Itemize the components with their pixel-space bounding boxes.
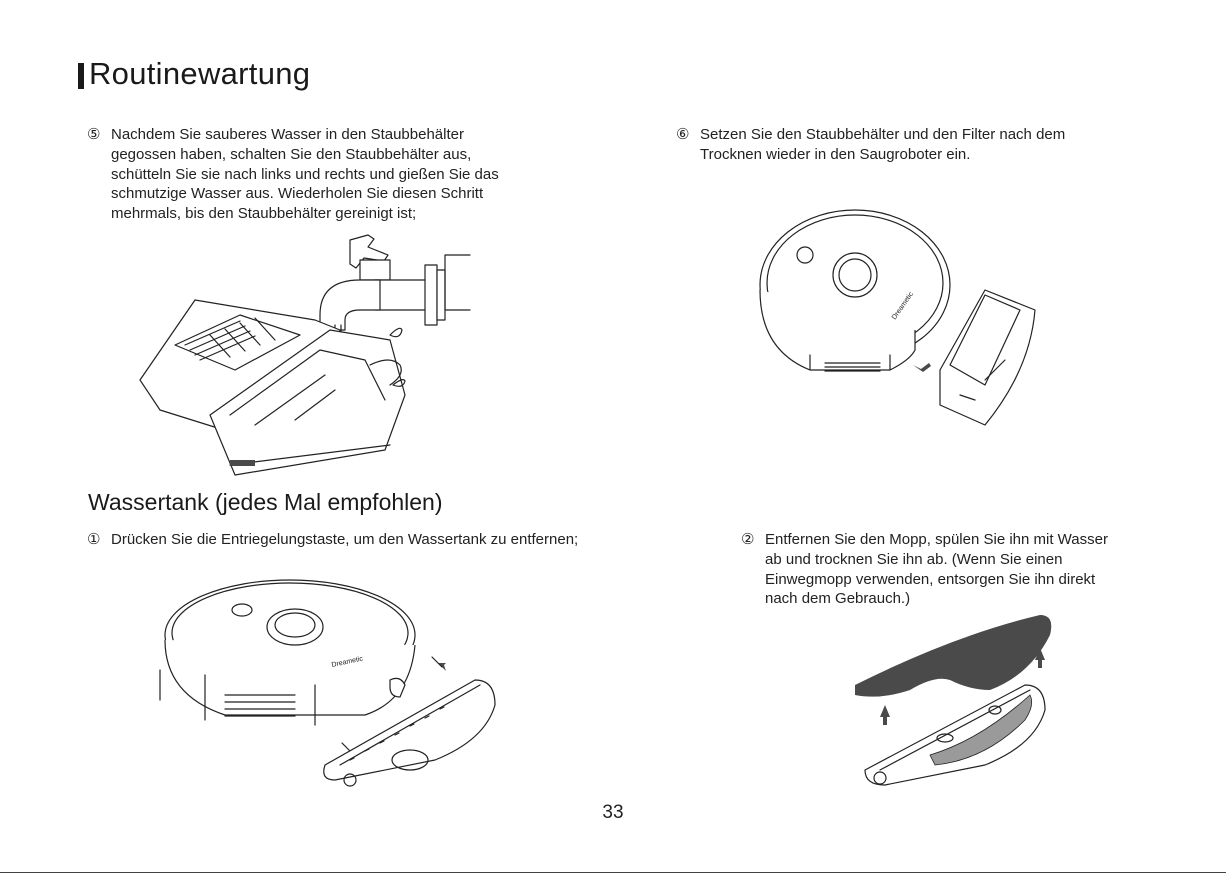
- mop-remove-illustration: [855, 615, 1052, 786]
- step-text: Drücken Sie die Entriegelungstaste, um d…: [111, 531, 579, 548]
- step-1: ① Drücken Sie die Entriegelungstaste, um…: [87, 530, 647, 550]
- dustbin-insert-illustration: Dreametic: [759, 209, 1036, 426]
- section-heading-water-tank: Wassertank (jedes Mal empfohlen): [88, 489, 443, 515]
- step-text: Nachdem Sie sauberes Wasser in den Staub…: [111, 126, 499, 223]
- step-number: ②: [741, 531, 755, 548]
- water-tank-remove-illustration: Dreametic: [159, 579, 496, 787]
- page-number: 33: [602, 802, 624, 823]
- page-title: Routinewartung: [89, 56, 311, 91]
- step-number: ①: [87, 531, 101, 548]
- step-number: ⑥: [676, 126, 690, 143]
- step-text: Setzen Sie den Staubbehälter und den Fil…: [700, 126, 1066, 163]
- step-2: ② Entfernen Sie den Mopp, spülen Sie ihn…: [741, 530, 1121, 609]
- bottom-divider: [0, 872, 1226, 873]
- step-6: ⑥ Setzen Sie den Staubbehälter und den F…: [676, 125, 1126, 165]
- step-text: Entfernen Sie den Mopp, spülen Sie ihn m…: [765, 531, 1108, 608]
- title-accent-bar: [78, 63, 84, 89]
- step-5: ⑤ Nachdem Sie sauberes Wasser in den Sta…: [87, 125, 527, 224]
- step-number: ⑤: [87, 126, 101, 143]
- dustbin-rinse-illustration: [139, 234, 471, 476]
